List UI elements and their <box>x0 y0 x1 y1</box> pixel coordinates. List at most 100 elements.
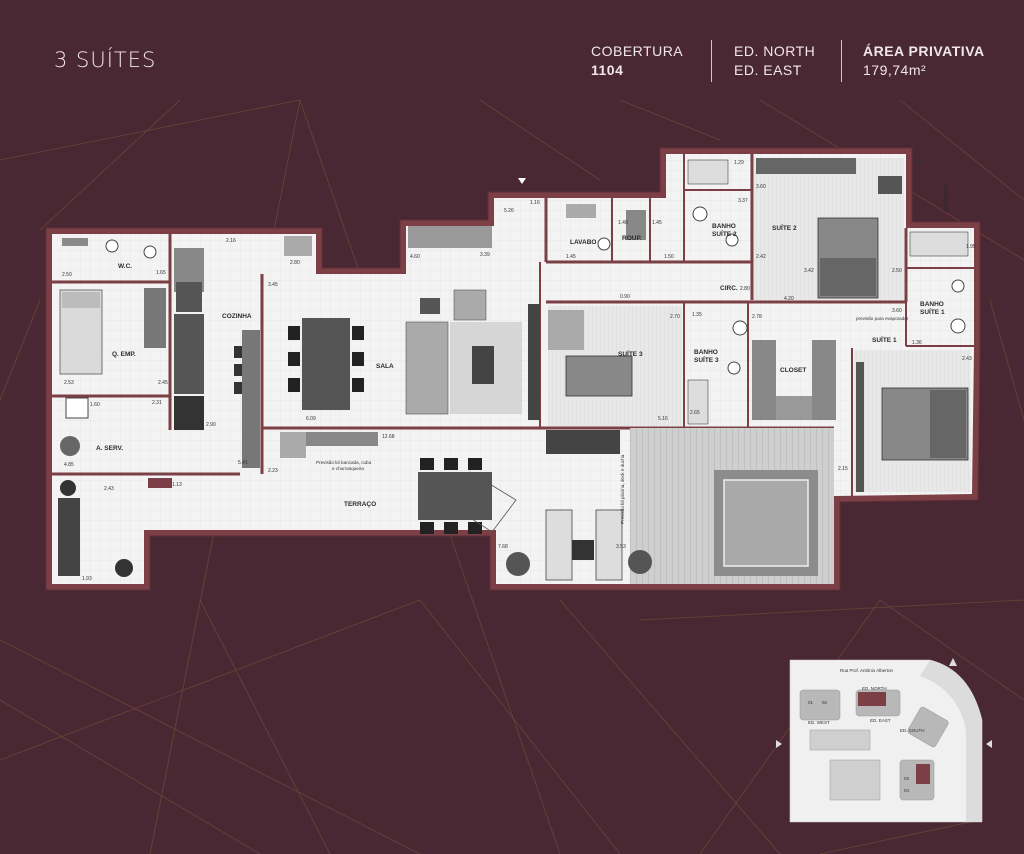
label-suite3: SUÍTE 3 <box>618 349 643 358</box>
area-info: ÁREA PRIVATIVA 179,74m² <box>863 42 985 80</box>
dim: 3.45 <box>268 282 278 288</box>
building-north: ED. NORTH <box>734 43 816 59</box>
dimension-labels: 2.16 2.50 1.65 2.53 2.45 2.31 1.60 4.85 … <box>62 160 976 582</box>
key-map-street: Rua Prof. Antônio Alberton <box>840 668 894 673</box>
dim: 7.68 <box>498 544 508 550</box>
building-info: ED. NORTH ED. EAST <box>734 42 815 80</box>
building-east: ED. EAST <box>734 62 802 78</box>
dim: 3.39 <box>480 252 490 258</box>
dim: 3.60 <box>892 308 902 314</box>
dim: 1.95 <box>966 244 976 250</box>
dim: 2.78 <box>752 314 762 320</box>
dim: 1.65 <box>156 270 166 276</box>
label-suite1: SUÍTE 1 <box>872 335 897 344</box>
dim: 1.35 <box>692 312 702 318</box>
dim: 12.68 <box>382 434 395 440</box>
dim: 2.45 <box>158 380 168 386</box>
label-banho-suite3-b: SUÍTE 3 <box>694 355 719 364</box>
dim: 1.29 <box>734 160 744 166</box>
label-sacada: SACADA <box>943 184 950 212</box>
dim: 2.16 <box>226 238 236 244</box>
unit-info: COBERTURA 1104 <box>591 42 683 80</box>
label-wc: W.C. <box>118 263 132 270</box>
label-a-serv: A. SERV. <box>96 445 123 452</box>
dim: 0.59 <box>916 160 926 166</box>
dim: 2.15 <box>838 466 848 472</box>
label-terraco: TERRAÇO <box>344 501 376 508</box>
dim: 1.60 <box>90 402 100 408</box>
dim: 1.16 <box>530 200 540 206</box>
header-divider <box>841 40 842 82</box>
dim: 1.93 <box>82 576 92 582</box>
label-sala: SALA <box>376 363 394 370</box>
dim: 1.40 <box>618 220 628 226</box>
arrow-icon <box>986 740 992 748</box>
key-map-east: ED. EAST <box>870 718 891 723</box>
key-map-west: ED. WEST <box>808 720 830 725</box>
note-spa: Previsão kit piscina, deck e ducha <box>620 454 625 524</box>
area-label: ÁREA PRIVATIVA <box>863 43 985 59</box>
dim: 2.42 <box>756 254 766 260</box>
dim: 2.80 <box>290 260 300 266</box>
dim: 2.43 <box>962 356 972 362</box>
room-labels: W.C. Q. EMP. A. SERV. COZINHA SALA TERRA… <box>96 184 950 508</box>
dim: 5.41 <box>238 460 248 466</box>
dim: 3.60 <box>756 184 766 190</box>
label-roup: ROUP. <box>622 235 642 242</box>
dim: 0.90 <box>620 294 630 300</box>
unit-number: 1104 <box>591 62 624 78</box>
key-map-unit: 02 <box>822 700 828 705</box>
dim: 2.70 <box>670 314 680 320</box>
dim: 4.20 <box>784 296 794 302</box>
dim: 2.53 <box>64 380 74 386</box>
dim: 1.45 <box>652 220 662 226</box>
plan-notes: Previsão kit bancada, cuba e churrasquei… <box>316 316 909 524</box>
label-closet: CLOSET <box>780 367 806 374</box>
dim: 2.50 <box>892 268 902 274</box>
note-split: previsão para evaporador <box>856 316 909 321</box>
dim: 4.85 <box>64 462 74 468</box>
label-banho-suite1: BANHO <box>920 301 944 308</box>
note-churrasqueira-2: e churrasqueira <box>332 466 364 471</box>
dim: 3.53 <box>616 544 626 550</box>
unit-label: COBERTURA <box>591 43 684 59</box>
note-churrasqueira: Previsão kit bancada, cuba <box>316 460 372 465</box>
key-map-unit: 03 <box>904 776 910 781</box>
label-q-emp: Q. EMP. <box>112 351 136 358</box>
arrow-icon <box>776 740 782 748</box>
dim: 6.09 <box>306 416 316 422</box>
dim: 2.43 <box>104 486 114 492</box>
key-map-north: ED. NORTH <box>862 686 887 691</box>
dim: 2.90 <box>206 422 216 428</box>
dim: 3.37 <box>738 198 748 204</box>
dim: 2.50 <box>62 272 72 278</box>
dim: 2.31 <box>152 400 162 406</box>
furniture <box>58 158 969 581</box>
label-cozinha: COZINHA <box>222 313 252 320</box>
label-lavabo: LAVABO <box>570 239 596 246</box>
dim: 4.60 <box>410 254 420 260</box>
key-map-south: ED. SOUTH <box>900 728 925 733</box>
label-banho-suite3: BANHO <box>694 349 718 356</box>
dim: 3.42 <box>804 268 814 274</box>
dim: 5.16 <box>658 416 668 422</box>
area-value: 179,74m² <box>863 62 927 78</box>
key-map-unit: 01 <box>808 700 814 705</box>
plan-title: 3 SUÍTES <box>54 48 157 72</box>
header-divider <box>711 40 712 82</box>
label-banho-suite2-b: SUÍTE 2 <box>712 229 737 238</box>
dim: 5.26 <box>504 208 514 214</box>
dim: 2.23 <box>268 468 278 474</box>
label-banho-suite2: BANHO <box>712 223 736 230</box>
label-circ: CIRC. <box>720 285 738 292</box>
dim: 1.50 <box>664 254 674 260</box>
key-map-unit: 04 <box>904 788 910 793</box>
dim: 2.65 <box>690 410 700 416</box>
north-arrow-icon <box>949 658 957 666</box>
dim: 1.13 <box>172 482 182 488</box>
dim: 1.45 <box>566 254 576 260</box>
label-banho-suite1-b: SUÍTE 1 <box>920 307 945 316</box>
